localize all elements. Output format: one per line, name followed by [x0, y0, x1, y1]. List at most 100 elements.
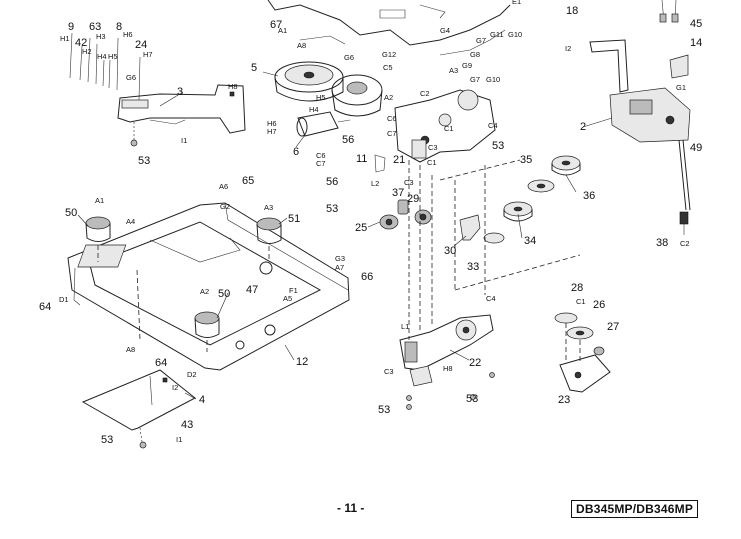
svg-text:27: 27	[607, 321, 619, 333]
svg-text:C2: C2	[420, 89, 430, 98]
svg-text:49: 49	[690, 142, 702, 154]
svg-text:43: 43	[181, 419, 193, 431]
bottom-plate-4	[81, 369, 196, 449]
svg-text:35: 35	[520, 154, 532, 166]
svg-text:C7: C7	[387, 129, 397, 138]
svg-text:53: 53	[138, 155, 150, 167]
svg-text:12: 12	[296, 356, 308, 368]
model-number-box: DB345MP/DB346MP	[571, 500, 699, 518]
svg-text:H4: H4	[97, 52, 107, 61]
svg-text:G6: G6	[344, 53, 354, 62]
svg-text:37: 37	[392, 187, 404, 199]
svg-text:F1: F1	[289, 286, 298, 295]
main-chassis-12	[67, 202, 350, 371]
svg-text:A5: A5	[283, 294, 292, 303]
svg-text:50: 50	[65, 207, 77, 219]
svg-text:3: 3	[177, 86, 183, 98]
svg-text:H8: H8	[443, 364, 453, 373]
svg-text:65: 65	[242, 175, 254, 187]
svg-text:G3: G3	[335, 254, 345, 263]
optical-assembly	[589, 0, 691, 235]
svg-text:I2: I2	[172, 383, 178, 392]
svg-text:H7: H7	[143, 50, 153, 59]
svg-text:C5: C5	[383, 63, 393, 72]
svg-text:H7: H7	[267, 127, 277, 136]
svg-text:C3: C3	[428, 143, 438, 152]
svg-text:A8: A8	[126, 345, 135, 354]
svg-text:C4: C4	[488, 121, 498, 130]
svg-text:H8: H8	[228, 82, 238, 91]
svg-text:67: 67	[270, 19, 282, 31]
svg-text:66: 66	[361, 271, 373, 283]
svg-text:6: 6	[293, 146, 299, 158]
svg-text:G10: G10	[508, 30, 522, 39]
pcb-assembly-3	[69, 32, 246, 147]
svg-text:H2: H2	[82, 47, 92, 56]
svg-text:D2: D2	[187, 370, 197, 379]
svg-text:A7: A7	[335, 263, 344, 272]
svg-text:A2: A2	[200, 287, 209, 296]
upper-mechanism	[267, 0, 511, 163]
svg-text:26: 26	[593, 299, 605, 311]
svg-text:C4: C4	[486, 294, 496, 303]
svg-text:G7: G7	[470, 75, 480, 84]
lower-mechanism-22	[399, 159, 581, 410]
svg-text:33: 33	[467, 261, 479, 273]
svg-text:H3: H3	[96, 32, 106, 41]
svg-text:G9: G9	[462, 61, 472, 70]
svg-text:G11: G11	[490, 30, 504, 39]
svg-text:G10: G10	[486, 75, 500, 84]
svg-text:4: 4	[199, 394, 205, 406]
svg-text:A8: A8	[297, 41, 306, 50]
svg-text:H5: H5	[108, 52, 118, 61]
svg-text:11: 11	[356, 153, 367, 165]
connector-labels: H1 H3 H6 H2 H4 H5 H7 G6 H8 I1 A1 A8 G6 G…	[59, 0, 690, 444]
small-parts	[374, 139, 481, 241]
svg-text:I2: I2	[565, 44, 571, 53]
svg-text:A4: A4	[126, 217, 135, 226]
svg-text:25: 25	[355, 222, 367, 234]
svg-text:42: 42	[75, 37, 87, 49]
svg-text:A3: A3	[264, 203, 273, 212]
svg-text:G1: G1	[676, 83, 686, 92]
svg-text:5: 5	[251, 62, 257, 74]
svg-text:C1: C1	[576, 297, 586, 306]
svg-text:H5: H5	[316, 93, 326, 102]
svg-text:28: 28	[571, 282, 583, 294]
svg-text:45: 45	[690, 18, 702, 30]
svg-text:C7: C7	[316, 159, 326, 168]
svg-text:53: 53	[492, 140, 504, 152]
svg-text:51: 51	[288, 213, 300, 225]
svg-text:G2: G2	[220, 202, 230, 211]
svg-text:A2: A2	[384, 93, 393, 102]
svg-text:D1: D1	[59, 295, 69, 304]
svg-text:63: 63	[89, 21, 101, 33]
svg-text:G6: G6	[126, 73, 136, 82]
svg-text:53: 53	[378, 404, 390, 416]
svg-text:56: 56	[326, 176, 338, 188]
svg-text:64: 64	[39, 301, 51, 313]
svg-text:24: 24	[135, 39, 147, 51]
svg-text:A6: A6	[219, 182, 228, 191]
svg-text:A1: A1	[278, 26, 287, 35]
svg-text:C1: C1	[427, 158, 437, 167]
page-number: - 11 -	[337, 501, 365, 515]
svg-text:C3: C3	[384, 367, 394, 376]
svg-text:53: 53	[326, 203, 338, 215]
svg-text:29: 29	[407, 193, 419, 205]
gear-set-23	[554, 312, 611, 393]
svg-text:34: 34	[524, 235, 536, 247]
svg-text:C6: C6	[387, 114, 397, 123]
svg-text:G4: G4	[440, 26, 450, 35]
svg-text:8: 8	[116, 21, 122, 33]
svg-text:22: 22	[469, 357, 481, 369]
svg-text:L1: L1	[401, 322, 409, 331]
svg-text:H6: H6	[267, 119, 277, 128]
svg-text:G8: G8	[470, 50, 480, 59]
svg-text:I1: I1	[176, 435, 182, 444]
svg-text:47: 47	[246, 284, 258, 296]
svg-text:53: 53	[466, 393, 478, 405]
svg-text:C1: C1	[444, 124, 454, 133]
svg-text:21: 21	[393, 154, 405, 166]
svg-text:64: 64	[155, 357, 167, 369]
